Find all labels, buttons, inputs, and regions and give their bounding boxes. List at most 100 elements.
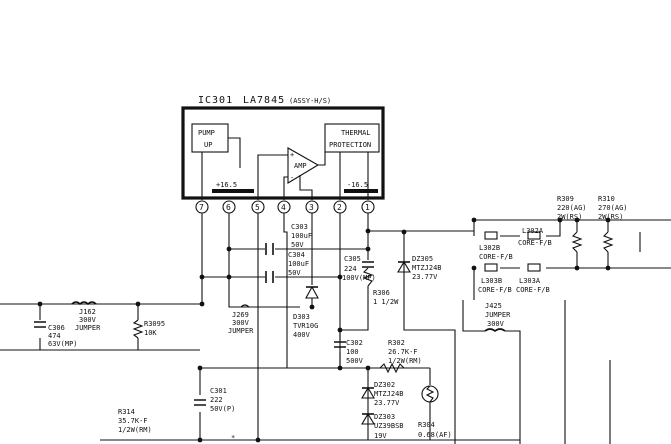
c304-ref: C304 <box>288 251 305 259</box>
resistor-r302: R302 26.7K-F 1/2W(RM) <box>379 339 422 374</box>
dz303-symbol <box>361 412 375 425</box>
wire-r306 <box>340 286 369 331</box>
dz302-type: MTZJ24B <box>374 390 404 398</box>
l303a-body <box>527 263 541 272</box>
r306-ref: R306 <box>373 289 390 297</box>
c304-rating: 50V <box>288 269 301 277</box>
l302b-body <box>484 231 498 240</box>
j162-rating: 300V <box>79 316 97 324</box>
resistor-r3095: R3095 10K <box>132 319 165 339</box>
capacitor-c302: C302 100 500V <box>334 339 364 365</box>
c304-value: 100uF <box>288 260 309 268</box>
d303-type: TVR10G <box>293 322 318 330</box>
ic301-block: IC301 LA7845 (ASSY-H/S) PUMP UP THERMAL … <box>181 95 385 200</box>
c302-rating: 500V <box>346 357 364 365</box>
junction <box>197 365 203 371</box>
wire-pin6-c303 <box>228 213 265 250</box>
fusible-resistor-r304: R304 0.68(AF) <box>418 385 452 439</box>
junction <box>605 217 611 223</box>
pin-4-number: 4 <box>281 203 286 212</box>
inductor-l303a: L303A CORE-F/B <box>516 263 550 294</box>
junction <box>337 274 343 280</box>
j425-ref: J425 <box>485 302 502 310</box>
zener-dz305: DZ305 MTZJ24B 23.77V <box>397 255 442 281</box>
zener-dz302: DZ302 MTZJ24B 23.77V <box>361 381 404 407</box>
junction-dots <box>37 217 611 443</box>
dz302-symbol <box>361 386 375 399</box>
thermal-label-line2: PROTECTION <box>329 141 371 149</box>
r306-value: 1 1/2W <box>373 298 399 306</box>
ic-wire-amp-out <box>318 152 326 166</box>
wiring <box>0 213 671 444</box>
c305-rating: 100V(MP) <box>342 274 376 282</box>
junction <box>135 301 141 307</box>
junction <box>199 274 205 280</box>
c304-plates <box>265 271 274 283</box>
dz303-ref: DZ303 <box>374 413 395 421</box>
junction <box>199 301 205 307</box>
plus-supply-label: +16.5 <box>216 181 237 189</box>
j269-type: JUMPER <box>228 327 254 335</box>
c305-value: 224 <box>344 265 357 273</box>
junction <box>37 301 43 307</box>
junction <box>401 229 407 235</box>
j269-ref: J269 <box>232 311 249 319</box>
plus-supply-bar <box>212 189 254 193</box>
dz305-rating: 23.77V <box>412 273 438 281</box>
capacitor-c301: C301 222 50V(P) <box>194 387 235 413</box>
junction <box>337 327 343 333</box>
r314-ref: R314 <box>118 408 135 416</box>
c305-plates <box>362 261 374 268</box>
wire-dz305 <box>403 232 456 444</box>
dz302-rating: 23.77V <box>374 399 400 407</box>
pin-5-number: 5 <box>255 203 260 212</box>
l303a-ref: L303A <box>519 277 541 285</box>
l302a-type: CORE-F/B <box>518 239 552 247</box>
wire-j425-left <box>462 300 485 332</box>
r3095-ref: R3095 <box>144 320 165 328</box>
dz305-symbol <box>397 260 411 273</box>
pin-3-number: 3 <box>309 203 314 212</box>
l303b-ref: L303B <box>481 277 502 285</box>
ic-pins: 7 6 5 4 3 2 1 <box>195 200 375 214</box>
l303b-body <box>484 263 498 272</box>
d303-rating: 400V <box>293 331 311 339</box>
j425-type: JUMPER <box>485 311 511 319</box>
c306-ref: C306 <box>48 324 65 332</box>
r314-rating: 1/2W(RM) <box>118 426 152 434</box>
d303-ref: D303 <box>293 313 310 321</box>
wire-j425-right <box>505 330 521 444</box>
pin-1-number: 1 <box>365 203 370 212</box>
diode-d303: D303 TVR10G 400V <box>293 285 319 339</box>
l303b-type: CORE-F/B <box>478 286 512 294</box>
pin-2-number: 2 <box>337 203 342 212</box>
pin-7-number: 7 <box>199 203 204 212</box>
amp-triangle <box>287 147 320 184</box>
junction <box>574 217 580 223</box>
l302a-body <box>527 231 541 240</box>
j162-type: JUMPER <box>75 324 101 332</box>
dz305-ref: DZ305 <box>412 255 433 263</box>
c303-value: 100uF <box>291 232 312 240</box>
j162-jumper-wire <box>71 301 97 306</box>
c302-plates <box>334 341 346 348</box>
junction <box>471 217 477 223</box>
j425-wire <box>484 328 506 333</box>
c305-ref: C305 <box>344 255 361 263</box>
d303-symbol <box>305 285 319 299</box>
minus-supply-label: -16.5 <box>347 181 368 189</box>
junction <box>605 265 611 271</box>
pump-up-label-line1: PUMP <box>198 129 215 137</box>
resistor-r310: R310 270(AG) 2W(RS) <box>598 195 628 253</box>
c301-plates <box>194 399 206 406</box>
junction <box>574 265 580 271</box>
c301-rating: 50V(P) <box>210 405 235 413</box>
r310-zigzag <box>602 231 614 253</box>
ic-part-label: LA7845 <box>243 95 285 106</box>
r302-value: 26.7K-F <box>388 348 418 356</box>
r302-rating: 1/2W(RM) <box>388 357 422 365</box>
junction <box>365 365 371 371</box>
c301-value: 222 <box>210 396 223 404</box>
c306-rating: 63V(MP) <box>48 340 78 348</box>
